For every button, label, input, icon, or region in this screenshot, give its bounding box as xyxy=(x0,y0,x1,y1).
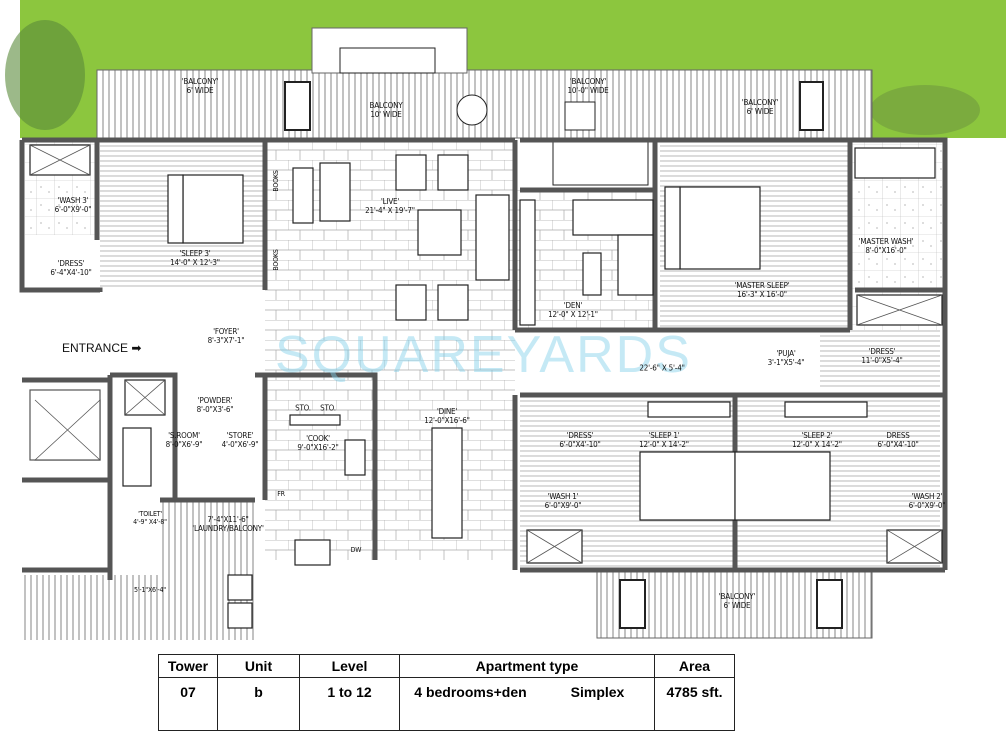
header-level: Level xyxy=(299,654,400,678)
room-label: 'BALCONY'6' WIDE xyxy=(181,77,219,95)
value-bedrooms: 4 bedrooms+den xyxy=(399,677,541,731)
tree xyxy=(5,20,85,130)
room-label: 'SLEEP 1'12'-0" X 14'-2" xyxy=(639,431,689,449)
watermark: SQUAREYARDS xyxy=(275,326,692,384)
room-label: 'POWDER'8'-0"X3'-6" xyxy=(196,396,234,414)
dishwasher-label: DW xyxy=(350,546,362,554)
books-label: BOOKS xyxy=(272,170,280,192)
room-label: 'DEN'12'-0" X 12'-1" xyxy=(548,301,598,319)
room-label: 'DINE'12'-0"X16'-6" xyxy=(424,407,470,425)
room-label: 'BALCONY'10'-0" WIDE xyxy=(567,77,609,95)
room-label: 'COOK'9'-0"X16'-2" xyxy=(297,434,339,452)
room-label: 'WASH 2'6'-0"X9'-0" xyxy=(908,492,946,510)
entrance-label: ENTRANCE ➡ xyxy=(62,341,141,355)
unit-info-table: Tower Unit Level Apartment type Area 07 … xyxy=(158,654,735,731)
fridge-label: FR xyxy=(277,490,285,498)
furniture xyxy=(29,144,943,629)
walls xyxy=(19,137,948,580)
tree xyxy=(870,85,980,135)
value-unit: b xyxy=(217,677,300,731)
header-unit: Unit xyxy=(217,654,300,678)
room-label: 'PUJA'3'-1"X5'-4" xyxy=(767,349,805,367)
room-label: 'DRESS'6'-4"X4'-10" xyxy=(50,259,92,277)
room-label: 'BALCONY'6' WIDE xyxy=(718,592,756,610)
room-label: 'SLEEP 3'14'-0" X 12'-3" xyxy=(170,249,220,267)
header-apartment-type: Apartment type xyxy=(399,654,655,678)
room-label: 'TOILET'4'-9" X4'-8" xyxy=(133,510,167,526)
header-area: Area xyxy=(654,654,735,678)
room-label: 22'-6" X 5'-4" xyxy=(639,363,685,373)
books-label: BOOKS xyxy=(272,249,280,271)
storage-label: STO. xyxy=(320,403,336,413)
value-level: 1 to 12 xyxy=(299,677,400,731)
room-label: 'SLEEP 2'12'-0" X 14'-2" xyxy=(792,431,842,449)
value-type: Simplex xyxy=(541,677,655,731)
room-label: 5'-1"X6'-4" xyxy=(134,586,166,594)
arrow-right-icon: ➡ xyxy=(131,341,142,355)
room-label: 'WASH 3'6'-0"X9'-0" xyxy=(54,196,92,214)
room-label: 'LIVE'21'-4" X 19'-7" xyxy=(365,197,415,215)
room-label: 'S.ROOM'8'-0"X6'-9" xyxy=(165,431,203,449)
room-label: 'MASTER SLEEP'16'-3" X 16'-0" xyxy=(734,281,790,299)
room-label: 'FOYER'8'-3"X7'-1" xyxy=(207,327,245,345)
room-label: 'BALCONY'6' WIDE xyxy=(741,98,779,116)
room-label: 'STORE'4'-0"X6'-9" xyxy=(221,431,259,449)
fixture-cross-lines xyxy=(29,144,943,564)
storage-label: STO. xyxy=(295,403,311,413)
value-tower: 07 xyxy=(158,677,218,731)
room-label: 7'-4"X11'-6"'LAUNDRY/BALCONY' xyxy=(192,515,264,533)
room-label: 'MASTER WASH'8'-0"X16'-0" xyxy=(858,237,914,255)
room-label: 'DRESS'6'-0"X4'-10" xyxy=(559,431,601,449)
value-area: 4785 sft. xyxy=(654,677,735,731)
room-label: 'DRESS'11'-0"X5'-4" xyxy=(861,347,903,365)
entrance-text: ENTRANCE xyxy=(62,341,129,355)
header-tower: Tower xyxy=(158,654,218,678)
room-label: 'WASH 1'6'-0"X9'-0" xyxy=(544,492,582,510)
